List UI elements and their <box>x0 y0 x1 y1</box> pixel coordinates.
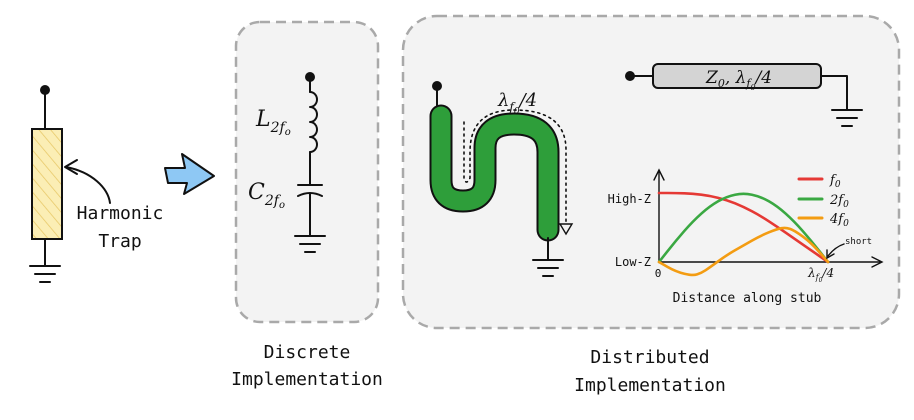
capacitor-label: C2fo <box>248 180 285 211</box>
inductor-coil-icon <box>309 91 318 153</box>
series-4f0-line <box>657 226 830 277</box>
short-annotation-arrowhead <box>826 249 835 260</box>
flow-arrow-icon <box>164 153 215 195</box>
legend-label-4f0: 4f0 <box>829 212 849 229</box>
stub-body <box>431 106 558 240</box>
ground-icon <box>532 259 564 277</box>
panel-frame <box>401 14 901 330</box>
distributed-caption-line1: Distributed <box>590 347 709 368</box>
ground-icon <box>831 109 863 127</box>
panel-frame <box>234 20 380 324</box>
stub-length-dotted-line <box>463 109 567 223</box>
impedance-chart: High-Z Low-Z 0 λf0/4 Distance along stub… <box>608 168 884 306</box>
legend-label-f0: f0 <box>829 173 841 190</box>
discrete-caption-line1: Discrete <box>264 342 351 363</box>
ground-icon <box>294 235 326 253</box>
x-tick-label-quarter-wave: λf0/4 <box>807 266 834 284</box>
x-axis-arrowhead <box>871 256 884 268</box>
short-annotation-arrow <box>827 243 845 257</box>
annotation-line2: Trap <box>98 231 141 252</box>
y-tick-label-high: High-Z <box>608 192 651 206</box>
wire <box>820 75 848 111</box>
ground-icon <box>29 265 61 283</box>
transmission-line-label: Z0, λf0/4 <box>705 68 772 92</box>
y-axis-arrowhead <box>653 168 665 181</box>
x-axis-label: Distance along stub <box>673 291 822 306</box>
legend: f0 2f0 4f0 <box>797 173 849 229</box>
distributed-panel: λf0/4 Z0, λf0/4 High-Z Low-Z 0 λf0/4 <box>401 14 901 396</box>
series-2f0-line <box>657 192 830 264</box>
legend-label-2f0: 2f0 <box>829 193 849 210</box>
distributed-caption-line2: Implementation <box>574 375 726 396</box>
harmonic-trap-element: Harmonic Trap <box>29 85 164 283</box>
short-annotation: short <box>845 237 872 247</box>
annotation-arrow <box>65 166 111 204</box>
annotation-arrowhead <box>64 159 78 175</box>
chart-series-group <box>657 191 830 277</box>
dotted-arrowhead <box>558 223 574 236</box>
x-tick-label-zero: 0 <box>655 267 662 280</box>
inductor-label: L2fo <box>255 107 291 138</box>
stub-length-label: λf0/4 <box>497 90 537 117</box>
y-tick-label-low: Low-Z <box>615 255 651 269</box>
trap-hatch <box>33 130 61 238</box>
discrete-panel: L2fo C2fo Discrete Implementation <box>231 20 383 390</box>
series-f0-line <box>657 191 830 264</box>
discrete-caption-line2: Implementation <box>231 369 383 390</box>
annotation-line1: Harmonic <box>77 203 164 224</box>
